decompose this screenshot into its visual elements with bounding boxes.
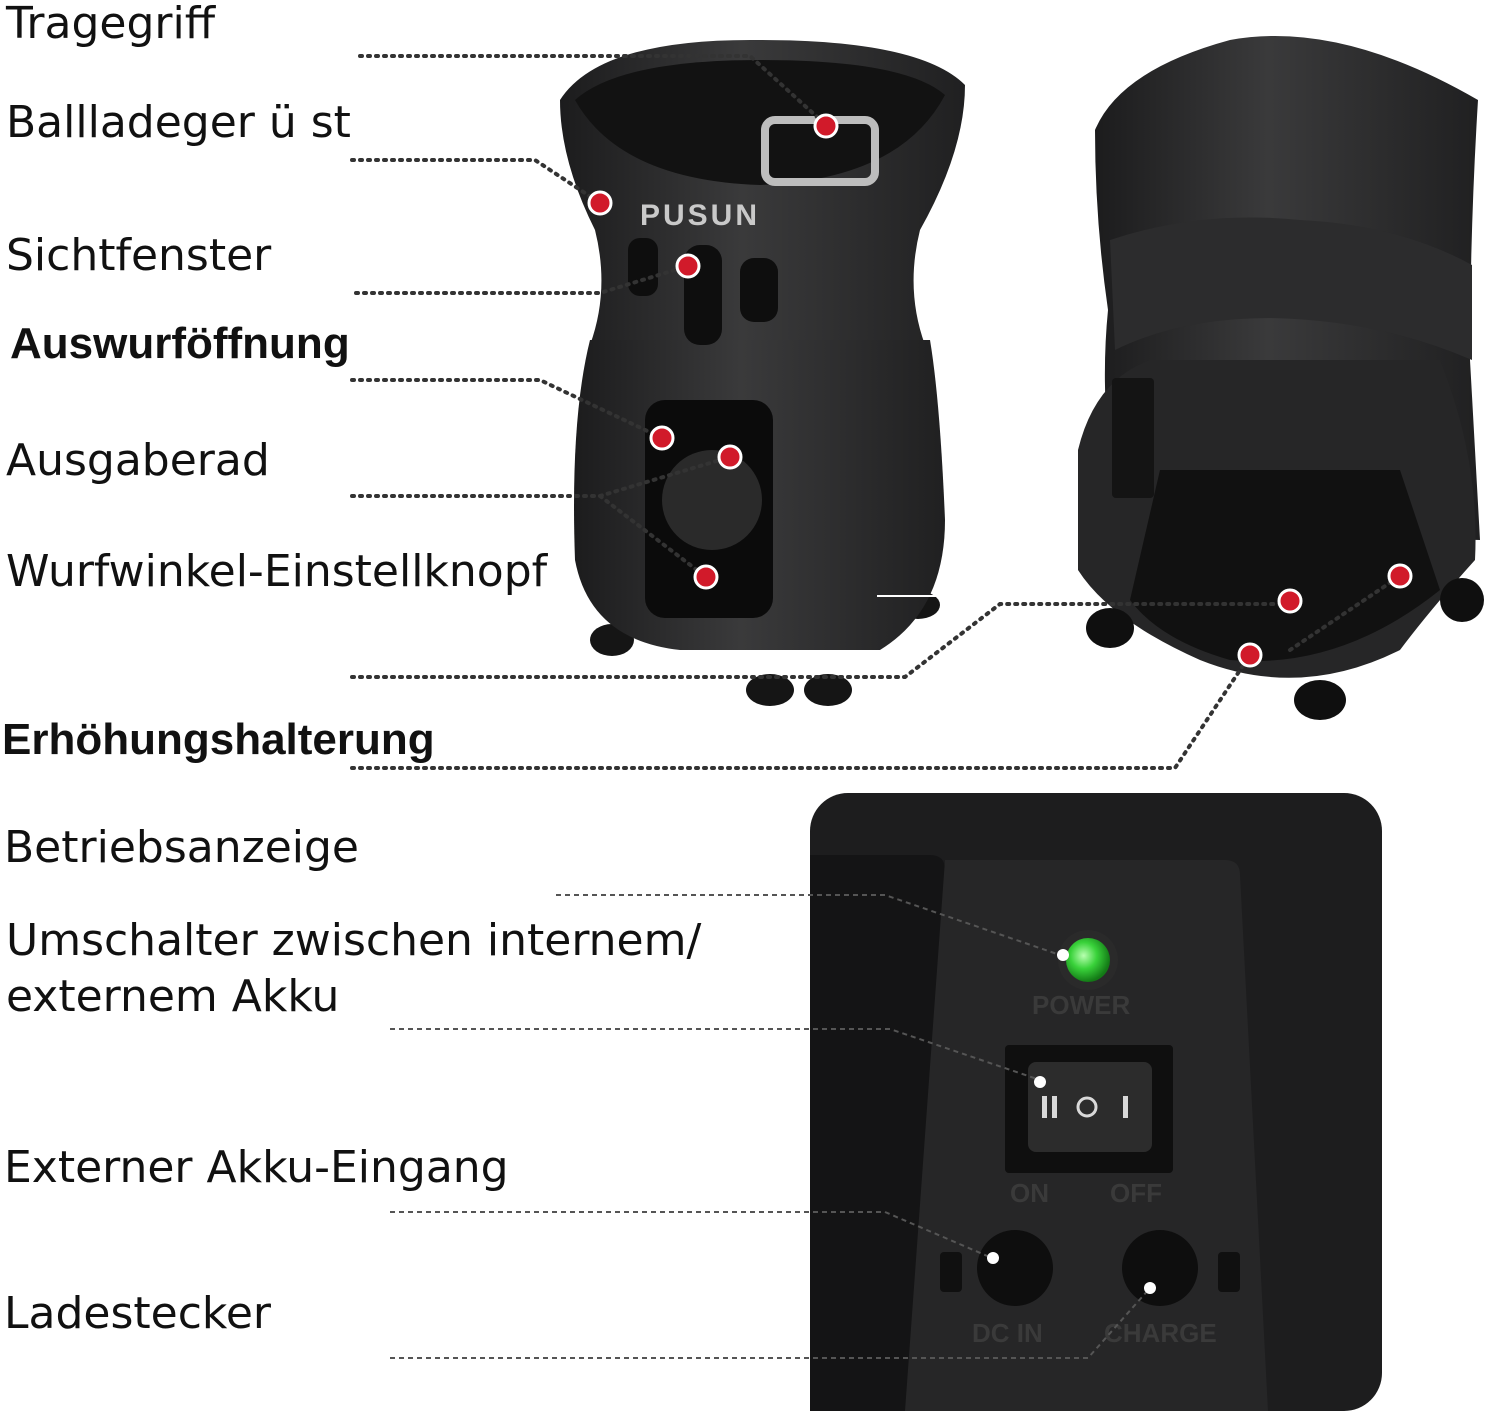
marker-dot (813, 113, 839, 139)
label-power-indicator: Betriebsanzeige (4, 822, 359, 873)
label-angle-knob: Wurfwinkel-Einstellknopf (6, 546, 548, 597)
label-carry-handle: Tragegriff (6, 0, 216, 49)
label-viewing-window: Sichtfenster (6, 230, 272, 281)
switch-mark-o (1076, 1096, 1098, 1118)
charge-port[interactable] (1122, 1230, 1198, 1306)
label-battery-switch: Umschalter zwischen internem/ externem A… (6, 915, 702, 1022)
leader-line (390, 1211, 993, 1259)
foot (1294, 680, 1346, 720)
leader-line (350, 653, 1252, 770)
on-label: ON (1010, 1178, 1049, 1208)
foot (804, 674, 852, 706)
leader-lines (350, 54, 1402, 770)
marker-dot (693, 564, 719, 590)
leader-line (390, 1287, 1151, 1359)
leader-line (556, 894, 1061, 956)
panel-markers (987, 949, 1156, 1294)
marker-dot (1277, 588, 1303, 614)
window-slot (628, 238, 658, 296)
port-clip (940, 1252, 962, 1292)
dc-in-label: DC IN (972, 1318, 1043, 1348)
markers (587, 113, 1413, 668)
hopper-opening (575, 60, 945, 185)
marker-dot (1034, 1076, 1046, 1088)
foot (746, 674, 794, 706)
control-panel: POWER ON OFF DC IN CHARGE (810, 793, 1382, 1411)
side-panel (1112, 378, 1154, 498)
port-clip (1218, 1252, 1240, 1292)
power-label: POWER (1032, 990, 1130, 1020)
off-label: OFF (1110, 1178, 1162, 1208)
leader-line (598, 494, 708, 579)
marker-dot (587, 190, 613, 216)
foot (1440, 578, 1484, 622)
panel-leader-lines (390, 894, 1151, 1359)
foot (1086, 608, 1134, 648)
brand-logo: PUSUN (640, 199, 760, 232)
collar (1110, 217, 1472, 360)
machine-front-view: PUSUN (560, 39, 965, 706)
marker-dot (1057, 949, 1069, 961)
marker-dot (1237, 642, 1263, 668)
dc-in-port[interactable] (977, 1230, 1053, 1306)
switch-mark-ii (1042, 1096, 1047, 1118)
label-external-battery-input: Externer Akku-Eingang (4, 1142, 509, 1193)
panel-shadow (810, 855, 945, 1411)
output-wheel (662, 450, 762, 550)
marker-dot (1144, 1282, 1156, 1294)
marker-dot (717, 444, 743, 470)
label-ejection-opening: Auswurföffnung (10, 319, 350, 368)
label-charging-plug: Ladestecker (4, 1288, 271, 1339)
leader-line (350, 602, 1292, 679)
leader-line (390, 1028, 1041, 1081)
leader-line (350, 158, 602, 205)
leader-line (1288, 574, 1402, 652)
label-output-wheel: Ausgaberad (6, 435, 270, 486)
window-slot (740, 258, 778, 322)
marker-dot (1387, 563, 1413, 589)
marker-dot (675, 253, 701, 279)
leader-line (350, 378, 664, 440)
label-ball-loading-frame: Ballladeger ü st (6, 97, 351, 148)
power-led-icon (1066, 938, 1110, 982)
switch-mark-i (1123, 1096, 1128, 1118)
battery-switch[interactable] (1028, 1062, 1152, 1152)
underside (1130, 470, 1440, 662)
switch-mark-ii (1052, 1096, 1057, 1118)
leader-line (358, 54, 828, 127)
charge-label: CHARGE (1104, 1318, 1217, 1348)
leader-line (354, 264, 690, 295)
label-elevation-mount: Erhöhungshalterung (2, 715, 435, 764)
marker-dot (987, 1252, 999, 1264)
machine-bottom-view (1078, 36, 1484, 720)
marker-dot (649, 425, 675, 451)
